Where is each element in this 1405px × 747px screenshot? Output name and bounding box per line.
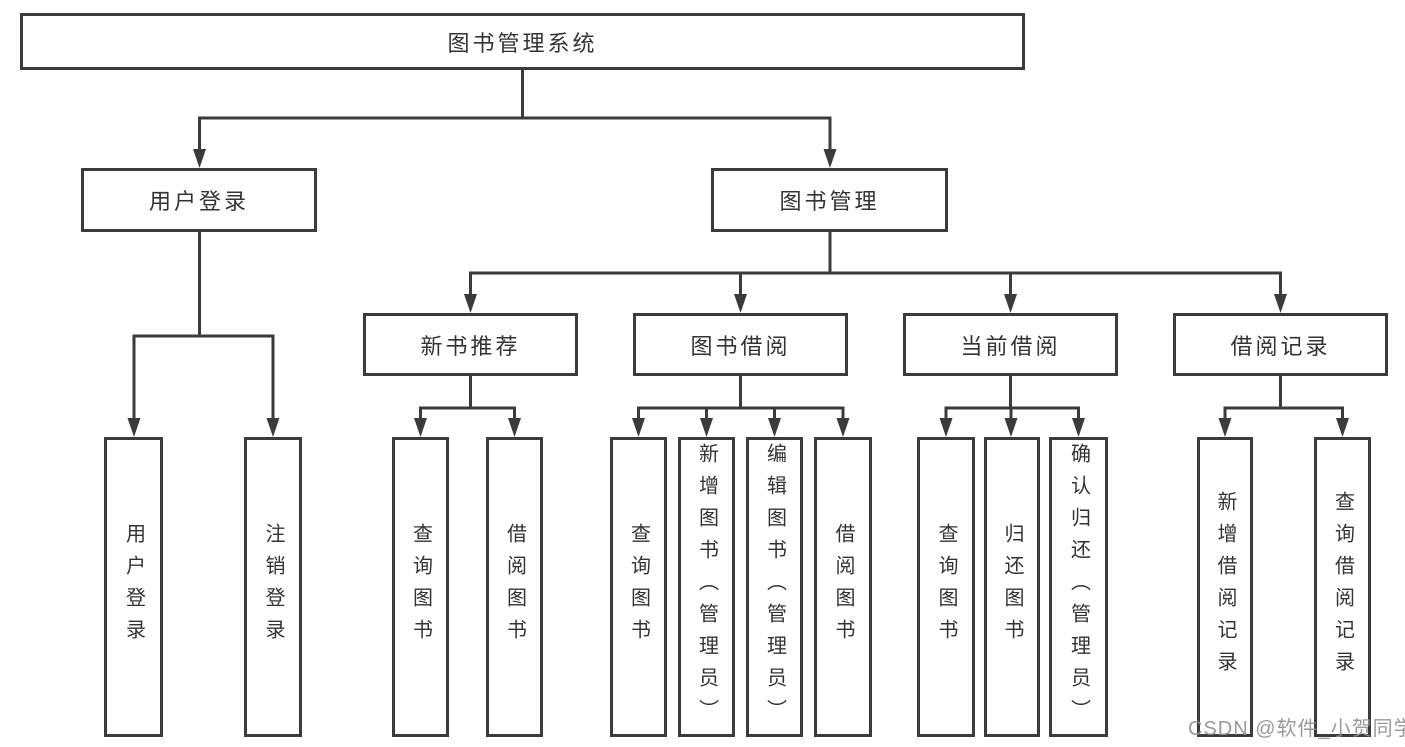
connector-shafts — [132, 70, 1344, 421]
node-book-management: 图书管理 — [711, 168, 948, 232]
node-book-management-label: 图书管理 — [779, 189, 880, 214]
node-user-login: 用户登录 — [81, 168, 317, 232]
leaf-confirm-return-admin-label: 确认归还（管理员） — [1067, 443, 1090, 731]
leaf-borrow-books: 借阅图书 — [814, 437, 872, 737]
leaf-return-book-label: 归还图书 — [1001, 523, 1023, 651]
leaf-query-books-borrow: 查询图书 — [610, 437, 667, 737]
leaf-logout: 注销登录 — [244, 437, 302, 737]
leaf-query-books-recommend-label: 查询图书 — [409, 523, 432, 651]
node-current-borrow-label: 当前借阅 — [960, 333, 1061, 359]
node-borrow-records-label: 借阅记录 — [1230, 333, 1331, 359]
leaf-query-borrow-record-label: 查询借阅记录 — [1331, 491, 1354, 683]
node-book-borrow: 图书借阅 — [633, 313, 848, 376]
node-book-borrow-label: 图书借阅 — [690, 333, 791, 359]
leaf-borrow-books-recommend: 借阅图书 — [486, 437, 543, 737]
leaf-add-book-admin: 新增图书（管理员） — [678, 437, 735, 737]
leaf-edit-book-admin-label: 编辑图书（管理员） — [763, 443, 786, 731]
node-borrow-records: 借阅记录 — [1173, 313, 1388, 376]
leaf-add-borrow-record: 新增借阅记录 — [1197, 437, 1253, 737]
leaf-query-borrow-record: 查询借阅记录 — [1314, 437, 1371, 737]
leaf-query-books-recommend: 查询图书 — [392, 437, 449, 737]
leaf-borrow-books-label: 借阅图书 — [832, 523, 854, 651]
node-new-book-recommend: 新书推荐 — [363, 313, 578, 376]
leaf-user-login-label: 用户登录 — [122, 523, 145, 651]
leaf-query-books-current-label: 查询图书 — [935, 523, 957, 651]
leaf-add-borrow-record-label: 新增借阅记录 — [1214, 491, 1236, 683]
leaf-edit-book-admin: 编辑图书（管理员） — [746, 437, 803, 737]
leaf-confirm-return-admin: 确认归还（管理员） — [1049, 437, 1108, 737]
node-user-login-label: 用户登录 — [148, 189, 249, 214]
leaf-logout-label: 注销登录 — [262, 523, 284, 651]
csdn-watermark: CSDN @软件_小贺同学 — [1188, 718, 1405, 740]
leaf-return-book: 归还图书 — [984, 437, 1040, 737]
leaf-borrow-books-recommend-label: 借阅图书 — [503, 523, 526, 651]
node-current-borrow: 当前借阅 — [903, 313, 1118, 376]
node-library-system-label: 图书管理系统 — [447, 30, 598, 56]
leaf-query-books-borrow-label: 查询图书 — [627, 523, 650, 651]
leaf-query-books-current: 查询图书 — [917, 437, 975, 737]
node-new-book-recommend-label: 新书推荐 — [420, 333, 521, 359]
leaf-user-login: 用户登录 — [104, 437, 163, 737]
leaf-add-book-admin-label: 新增图书（管理员） — [695, 443, 718, 731]
node-library-system: 图书管理系统 — [20, 13, 1025, 70]
